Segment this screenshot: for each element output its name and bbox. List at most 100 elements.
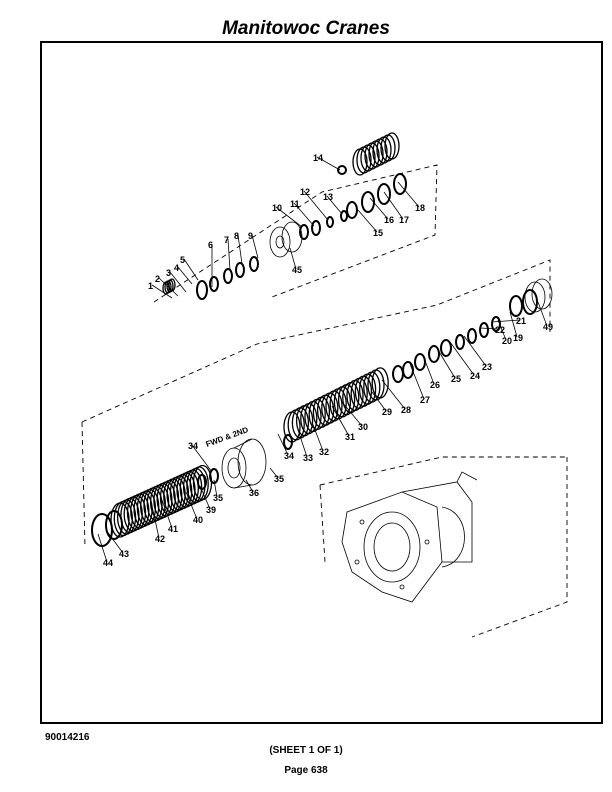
callout-leader — [371, 391, 387, 412]
callout-label: 18 — [415, 203, 425, 213]
callout-label: 21 — [516, 316, 526, 326]
ring — [209, 276, 219, 292]
ring — [479, 322, 489, 338]
callout-leader — [169, 271, 187, 293]
ring — [340, 210, 348, 222]
page-title: Manitowoc Cranes — [222, 18, 390, 39]
ring — [393, 173, 407, 195]
callout-leader — [331, 405, 350, 437]
callout-label: 17 — [399, 215, 409, 225]
callout-leader — [293, 202, 315, 227]
ring — [209, 468, 219, 484]
ring — [509, 295, 523, 317]
callout-label: 45 — [292, 265, 302, 275]
part-number: 90014216 — [45, 732, 90, 743]
callout-leader — [245, 479, 254, 493]
gear-49 — [524, 278, 553, 313]
callout-label: 7 — [224, 235, 229, 245]
callout-leader — [97, 533, 108, 563]
ring — [414, 353, 426, 371]
callout-label: 33 — [303, 453, 313, 463]
callout-leader — [449, 341, 475, 376]
callout-label: 8 — [234, 231, 239, 241]
callout-leader — [409, 363, 425, 400]
callout-leader — [369, 197, 389, 220]
callout-leader — [227, 238, 231, 271]
sheet-indicator: (SHEET 1 OF 1) — [269, 745, 343, 756]
ring — [377, 183, 391, 205]
callout-label: 15 — [373, 228, 383, 238]
callout-leader — [463, 335, 487, 367]
ring — [196, 280, 208, 300]
callout-label: 14 — [313, 153, 323, 163]
callout-leader — [237, 234, 243, 265]
ring — [346, 201, 358, 219]
ring — [402, 361, 414, 379]
callout-leader — [303, 190, 329, 221]
callout-label: 35 — [213, 493, 223, 503]
callout-leader — [269, 467, 279, 479]
callout-label: 34 — [284, 451, 294, 461]
callout-label: 43 — [119, 549, 129, 559]
callout-leader — [151, 505, 160, 539]
callout-label: 39 — [206, 505, 216, 515]
engraving-text: FWD & 2ND — [205, 425, 250, 449]
callout-leader — [497, 319, 507, 341]
ring — [337, 165, 347, 175]
ring — [522, 289, 538, 315]
ring — [249, 256, 259, 272]
callout-label: 19 — [513, 333, 523, 343]
page-number: Page 638 — [284, 765, 328, 776]
callout-label: 44 — [103, 558, 113, 568]
callout-label: 9 — [248, 231, 253, 241]
converter-housing — [341, 471, 478, 603]
callout-label: 4 — [174, 263, 179, 273]
ring — [283, 434, 293, 450]
ring — [440, 339, 452, 357]
callout-leader — [537, 301, 548, 327]
callout-label: 11 — [290, 199, 300, 209]
gear-45 — [269, 221, 303, 258]
callout-label: 12 — [300, 187, 310, 197]
lower-assembly-outline — [81, 259, 551, 423]
callout-label: 2 — [155, 274, 160, 284]
clutch-disc — [371, 367, 389, 399]
callout-label: 49 — [543, 322, 553, 332]
callout-label: 42 — [155, 534, 165, 544]
callout-leader — [311, 421, 324, 452]
callout-label: 34 — [188, 441, 198, 451]
callout-label: 30 — [358, 422, 368, 432]
callout-label: 22 — [495, 325, 505, 335]
callout-label: 5 — [180, 255, 185, 265]
callout-leader — [289, 247, 297, 270]
callout-label: 10 — [272, 203, 282, 213]
callout-label: 1 — [148, 281, 153, 291]
ring — [299, 224, 309, 240]
callout-label: 27 — [420, 395, 430, 405]
callout-label: 28 — [401, 405, 411, 415]
callout-label: 35 — [274, 474, 284, 484]
ring — [326, 216, 334, 228]
callout-label: 29 — [382, 407, 392, 417]
callout-leader — [437, 349, 456, 379]
callout-leader — [213, 479, 218, 498]
ring — [455, 334, 465, 350]
ring — [361, 191, 375, 213]
callout-label: 26 — [430, 380, 440, 390]
clutch-disc — [168, 278, 176, 292]
callout-leader — [297, 429, 308, 458]
callout-leader — [105, 529, 124, 554]
callout-leader — [158, 277, 179, 297]
callout-leader — [199, 485, 211, 510]
callout-label: 20 — [502, 336, 512, 346]
clutch-disc — [384, 132, 400, 160]
callout-leader — [251, 234, 259, 259]
callout-leader — [357, 209, 378, 233]
callout-leader — [509, 311, 518, 338]
callout-leader — [423, 357, 435, 385]
callout-leader — [277, 433, 289, 456]
callout-leader — [479, 327, 500, 330]
callout-leader — [397, 181, 420, 208]
